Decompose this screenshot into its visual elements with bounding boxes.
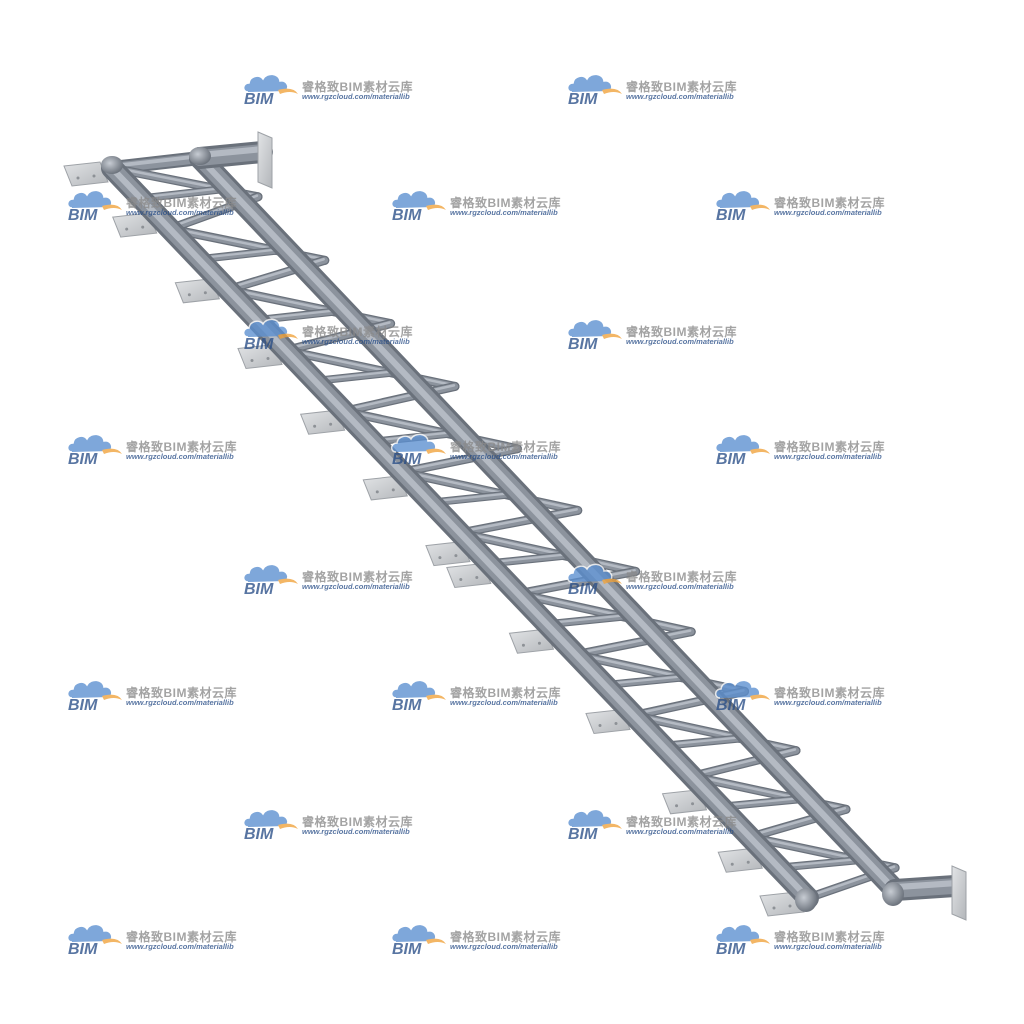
bolt-icon [329,422,333,426]
web-diagonal-body [456,507,581,537]
web-diagonal [339,381,460,416]
web-diagonal-body [572,628,695,658]
web-diagonal-highlight [457,508,578,534]
web-strut-highlight [776,857,867,868]
web-strut-highlight [602,674,693,686]
web-diagonal [339,406,522,454]
top-end-plate [257,131,273,189]
web-strut-highlight [312,369,403,382]
web-strut-highlight [254,308,345,321]
web-diagonal-body [340,383,459,415]
web-diagonal-highlight [515,591,692,632]
bolt-icon [537,641,541,645]
pipe-end-cap [882,882,904,906]
support-plate [63,161,109,187]
lower-chord-pipe-highlight [106,162,809,899]
web-strut-highlight [486,552,577,564]
web-diagonal-highlight [573,629,692,655]
web-strut [427,489,523,507]
bolt-icon [438,556,442,560]
web-strut [659,733,755,750]
web-strut [485,550,581,568]
bolt-icon [475,576,479,579]
bolt-icon [125,227,129,231]
web-diagonal-highlight [399,469,578,511]
bottom-end-stub-highlight [889,880,956,891]
upper-chord-pipe [189,147,906,901]
top-cross-member-highlight [108,154,201,169]
web-strut [601,672,697,690]
web-diagonal [513,589,696,637]
bolt-icon [521,643,525,647]
bolt-icon [313,424,317,428]
web-diagonal [281,346,460,391]
web-diagonal-body [398,445,521,476]
web-strut-highlight [544,613,635,625]
bolt-icon [746,860,750,864]
web-strut-highlight [138,186,230,199]
web-diagonal-highlight [341,408,518,449]
bolt-icon [92,174,96,178]
upper-chord-pipe-highlight [194,152,896,891]
bolt-icon [375,490,379,494]
bolt-icon [454,554,458,558]
web-strut [775,855,871,872]
web-diagonal [397,467,583,515]
bolt-icon [141,225,145,229]
bolt-icon [459,578,463,581]
bolt-icon [266,357,270,360]
bolt-icon [203,291,207,295]
web-diagonal [571,627,696,660]
web-strut [137,184,233,203]
pipe-end-cap [101,156,123,174]
bolt-icon [187,293,191,297]
bolt-icon [788,904,792,908]
bolt-icon [250,359,254,362]
support-plates [63,161,805,917]
truss-chords [101,141,966,909]
web-diagonal [397,444,522,477]
web-strut [717,794,813,811]
web-strut [311,367,407,385]
lower-chord-pipe [101,157,819,909]
bolt-icon [76,176,80,180]
bolt-icon [691,802,695,806]
bolt-icon [730,862,734,866]
pipe-end-cap [189,147,211,165]
web-diagonal-highlight [283,348,456,387]
web-diagonal-highlight [399,446,518,473]
truss-end-caps [101,131,967,921]
web-strut-highlight [428,491,519,503]
pipe-end-cap [795,888,817,912]
web-diagonal [455,505,583,538]
bottom-end-stub [884,875,966,901]
bolt-icon [391,488,395,492]
truss-web-members [105,151,900,903]
web-strut-highlight [196,247,288,260]
web-strut-highlight [718,796,809,807]
bolt-icon [772,906,776,910]
bottom-end-plate [951,865,967,921]
bolt-icon [598,724,602,727]
bolt-icon [675,804,679,808]
web-strut [195,245,291,264]
web-diagonal-highlight [341,384,456,412]
web-strut-highlight [660,735,751,747]
web-strut [543,611,639,629]
bolt-icon [614,722,618,725]
web-strut [253,306,349,325]
